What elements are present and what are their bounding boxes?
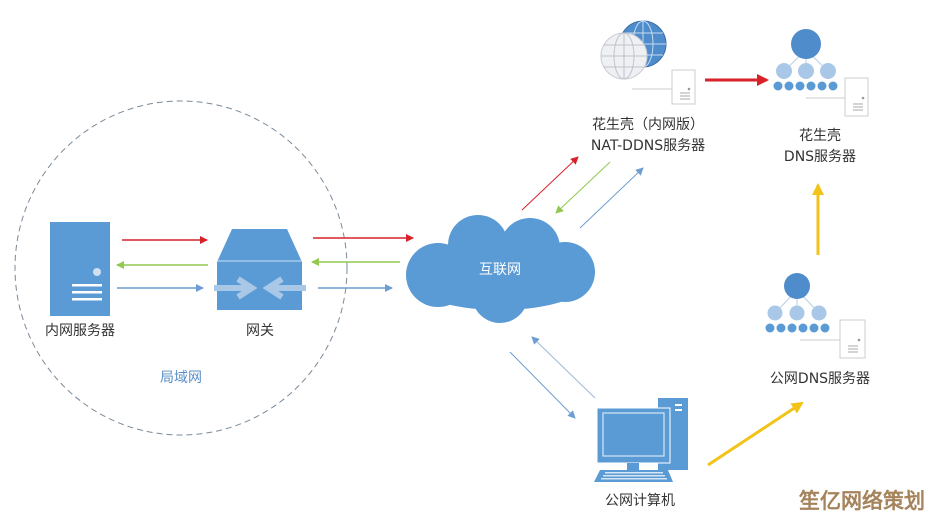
lan-boundary — [14, 100, 348, 436]
gateway-icon — [214, 229, 306, 310]
small-server-icon — [839, 319, 866, 359]
small-server-icon — [671, 69, 696, 105]
arrow-yellow — [707, 401, 804, 467]
nat-ddns-label-1: 花生壳（内网版） — [592, 116, 704, 133]
globe-icon — [600, 20, 667, 80]
dns-hierarchy-icon — [773, 29, 838, 91]
internet-label: 互联网 — [479, 262, 521, 278]
oray-dns-label-2: DNS服务器 — [784, 149, 856, 165]
public-pc-label: 公网计算机 — [605, 493, 675, 509]
lan-server-label: 内网服务器 — [45, 323, 115, 339]
arrow-blue — [531, 336, 596, 399]
oray-dns-label-1: 花生壳 — [799, 127, 841, 144]
watermark: 笙亿网络策划 — [798, 489, 925, 513]
nat-ddns-label-2: NAT-DDNS服务器 — [591, 138, 705, 154]
server-icon — [50, 222, 110, 316]
arrow-blue — [579, 167, 644, 229]
gateway-label: 网关 — [246, 323, 274, 339]
lan-label: 局域网 — [160, 370, 202, 386]
public-dns-label: 公网DNS服务器 — [770, 371, 870, 387]
cloud-icon — [406, 215, 595, 323]
small-server-icon — [844, 77, 869, 117]
computer-icon — [594, 398, 688, 482]
dns-hierarchy-icon — [765, 273, 830, 333]
arrow-blue — [509, 351, 576, 419]
arrow-green — [555, 161, 611, 214]
arrow-red — [521, 156, 579, 211]
